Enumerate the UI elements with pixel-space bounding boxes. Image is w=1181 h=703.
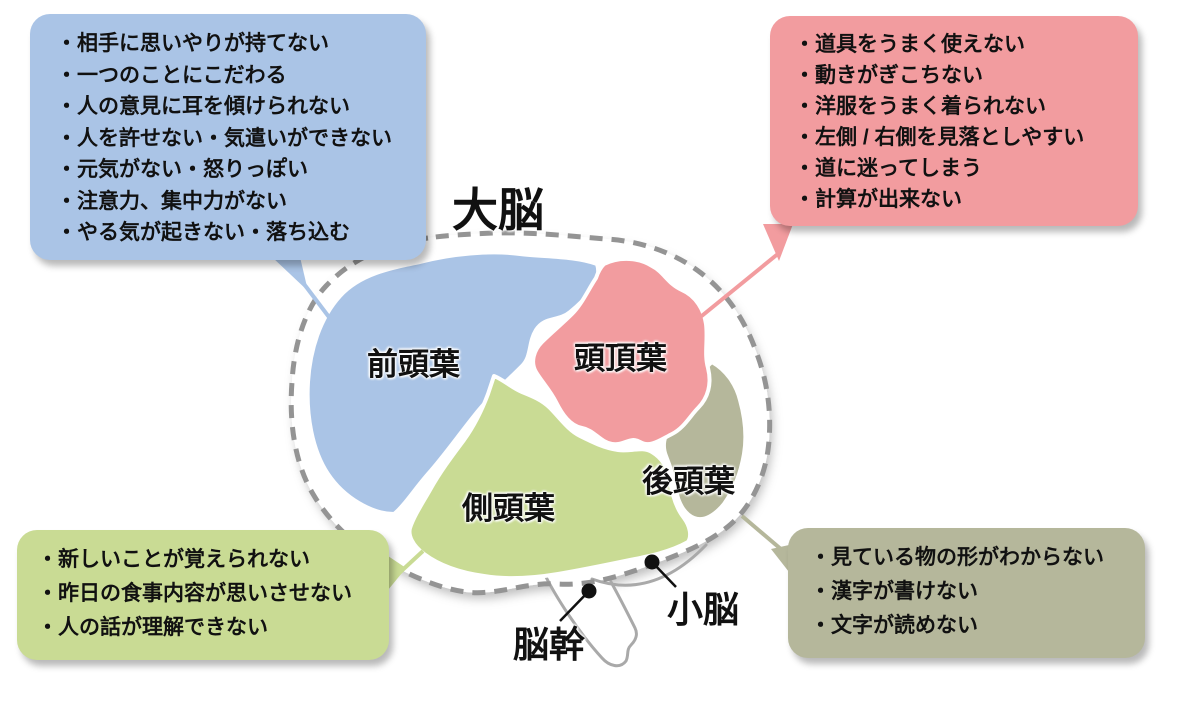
- symptom-item: ・注意力、集中力がない: [56, 189, 287, 213]
- frontal-callout-tail: [272, 257, 308, 291]
- cerebellum-pointer-dot: [644, 554, 660, 570]
- symptom-item: ・相手に思いやりが持てない: [56, 32, 329, 55]
- symptom-item: ・人を許せない・気遣いができない: [56, 126, 392, 150]
- parietal-lobe-shape: [531, 257, 712, 447]
- frontal-lobe-label: 前頭葉: [367, 347, 460, 382]
- brainstem-pointer-dot: [581, 583, 597, 599]
- temporal-connector-line: [394, 549, 425, 578]
- parietal-lobe-label: 頭頂葉: [574, 341, 667, 376]
- symptom-item: ・昨日の食事内容が思いさせない: [37, 582, 352, 605]
- symptom-item: ・左側 / 右側を見落としやすい: [794, 126, 1085, 149]
- frontal-connector-line: [302, 282, 340, 331]
- occipital-lobe-label: 後頭葉: [642, 464, 735, 499]
- symptom-item: ・見ている物の形がわからない: [810, 546, 1104, 569]
- symptom-item: ・元気がない・怒りっぽい: [56, 158, 308, 181]
- parietal-connector-line: [696, 251, 781, 321]
- cerebellum-outline: [590, 543, 708, 587]
- occipital-connector-line: [740, 514, 784, 552]
- symptom-item: ・動きがぎこちない: [794, 64, 983, 87]
- callout-frontal-symptoms: ・相手に思いやりが持てない ・一つのことにこだわる ・人の意見に耳を傾けられない…: [30, 14, 426, 260]
- symptom-item: ・一つのことにこだわる: [56, 63, 287, 87]
- symptom-item: ・新しいことが覚えられない: [37, 548, 310, 571]
- temporal-lobe-label: 側頭葉: [462, 491, 555, 526]
- callout-temporal-symptoms: ・新しいことが覚えられない ・昨日の食事内容が思いさせない ・人の話が理解できな…: [17, 530, 389, 660]
- symptom-item: ・道に迷ってしまう: [794, 157, 982, 180]
- parietal-callout-tail: [763, 224, 793, 261]
- callout-parietal-symptoms: ・道具をうまく使えない ・動きがぎこちない ・洋服をうまく着られない ・左側 /…: [770, 16, 1138, 226]
- symptom-item: ・計算が出来ない: [794, 188, 962, 211]
- brainstem-label: 脳幹: [513, 624, 586, 665]
- symptom-item: ・道具をうまく使えない: [794, 33, 1025, 56]
- occipital-callout-tail: [771, 545, 789, 572]
- symptom-item: ・人の意見に耳を傾けられない: [56, 95, 350, 118]
- brainstem-outline: [541, 569, 638, 668]
- frontal-lobe-shape: [305, 250, 601, 516]
- cerebellum-label: 小脳: [667, 589, 740, 630]
- symptom-item: ・漢字が書けない: [810, 580, 978, 603]
- symptom-item: ・文字が読めない: [810, 614, 978, 637]
- symptom-item: ・やる気が起きない・落ち込む: [56, 221, 350, 244]
- callout-occipital-symptoms: ・見ている物の形がわからない ・漢字が書けない ・文字が読めない: [788, 528, 1145, 658]
- symptom-item: ・洋服をうまく着られない: [794, 95, 1046, 118]
- cerebrum-title: 大脳: [452, 184, 544, 236]
- symptom-item: ・人の話が理解できない: [37, 616, 268, 639]
